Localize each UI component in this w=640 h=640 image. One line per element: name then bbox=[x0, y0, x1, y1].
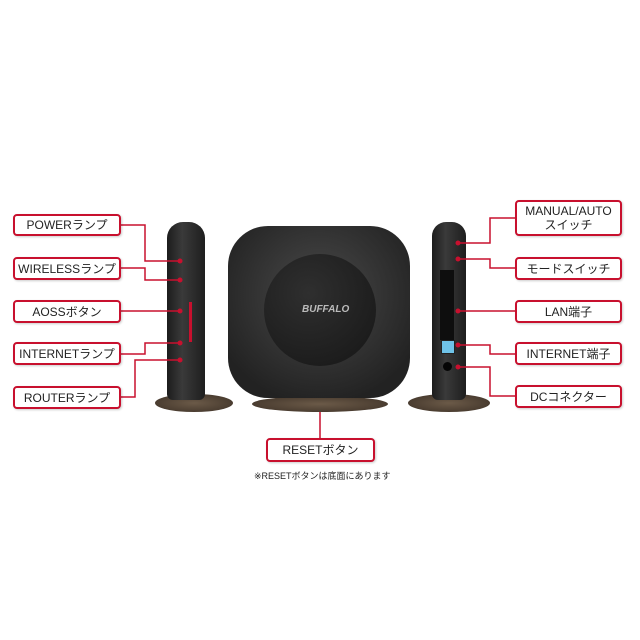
dc-connector bbox=[443, 362, 452, 371]
internet-port bbox=[441, 340, 455, 354]
label-text: POWERランプ bbox=[26, 218, 108, 232]
label-text: INTERNET端子 bbox=[526, 346, 611, 361]
label-dc-connector: DCコネクター bbox=[515, 385, 622, 408]
line-manual bbox=[458, 217, 515, 244]
label-text: スイッチ bbox=[544, 218, 593, 232]
lan-ports bbox=[440, 270, 454, 340]
center-router-stand bbox=[252, 396, 388, 412]
reset-note: ※RESETボタンは底面にあります bbox=[254, 471, 391, 481]
label-manual-auto-switch: MANUAL/AUTO スイッチ bbox=[515, 200, 622, 236]
line-wireless bbox=[121, 267, 180, 281]
label-text: LAN端子 bbox=[544, 304, 593, 319]
aoss-button bbox=[189, 302, 192, 342]
label-aoss-button: AOSSボタン bbox=[13, 300, 121, 323]
line-internet-port bbox=[458, 344, 515, 355]
label-text: MANUAL/AUTO bbox=[525, 204, 612, 218]
line-power bbox=[121, 224, 180, 262]
router-back-view bbox=[432, 222, 466, 400]
router-circle-panel bbox=[264, 254, 376, 366]
router-main-view: BUFFALO bbox=[228, 226, 410, 398]
line-router bbox=[121, 359, 180, 398]
label-text: WIRELESSランプ bbox=[18, 261, 116, 276]
label-text: RESETボタン bbox=[282, 443, 359, 457]
right-router-stand bbox=[408, 394, 490, 412]
label-text: モードスイッチ bbox=[526, 261, 611, 276]
label-mode-switch: モードスイッチ bbox=[515, 257, 622, 280]
line-mode bbox=[458, 258, 515, 269]
label-power-lamp: POWERランプ bbox=[13, 214, 121, 236]
label-text: ROUTERランプ bbox=[23, 390, 111, 405]
label-wireless-lamp: WIRELESSランプ bbox=[13, 257, 121, 280]
label-lan-port: LAN端子 bbox=[515, 300, 622, 323]
label-text: AOSSボタン bbox=[32, 304, 102, 319]
line-dc bbox=[458, 366, 515, 397]
brand-logo: BUFFALO bbox=[302, 304, 350, 315]
label-internet-lamp: INTERNETランプ bbox=[13, 342, 121, 365]
label-internet-port: INTERNET端子 bbox=[515, 342, 622, 365]
label-router-lamp: ROUTERランプ bbox=[13, 386, 121, 409]
label-text: INTERNETランプ bbox=[19, 346, 115, 361]
label-text: DCコネクター bbox=[530, 389, 607, 404]
label-reset-button: RESETボタン bbox=[266, 438, 375, 462]
line-internet-lamp bbox=[121, 342, 180, 355]
